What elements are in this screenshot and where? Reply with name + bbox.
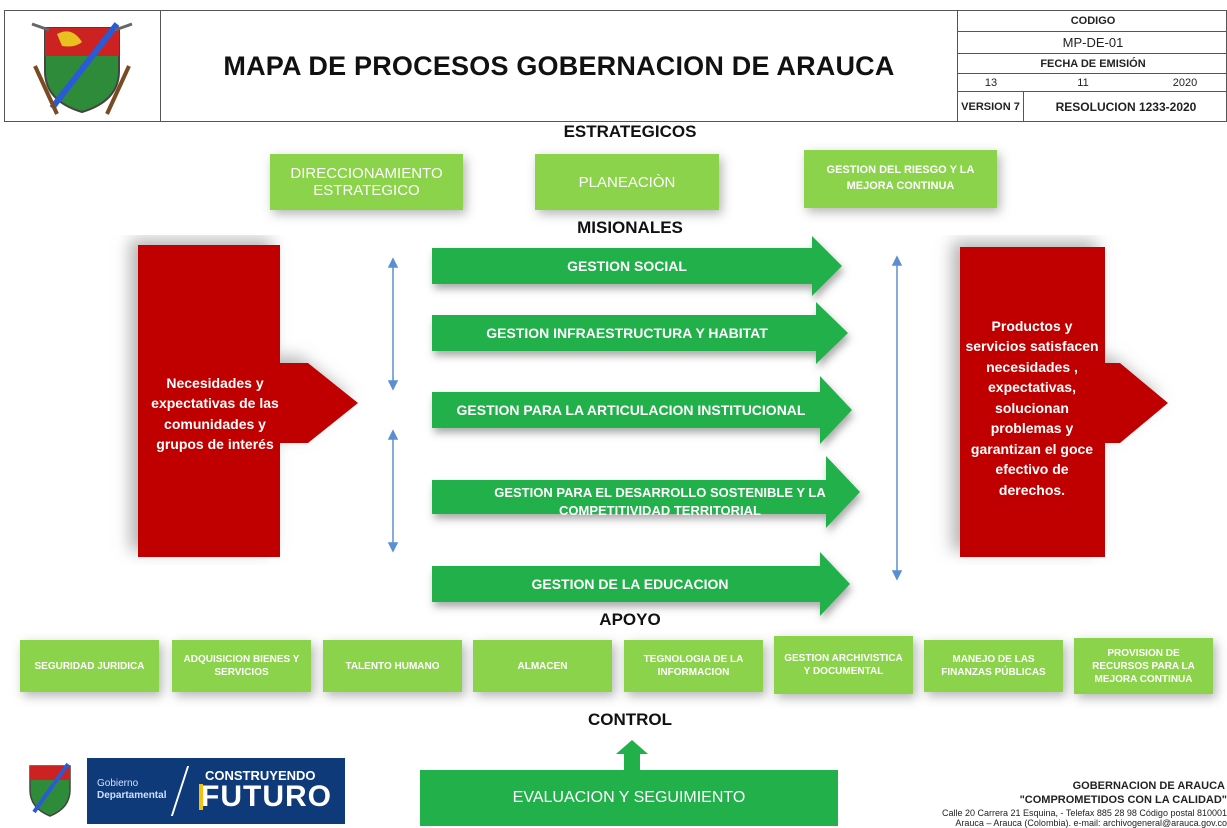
gobierno-departamental-label: Gobierno Departamental	[97, 778, 166, 801]
apoyo-gestion-archivistica: GESTION ARCHIVISTICA Y DOCUMENTAL	[774, 636, 913, 694]
right-bidirectional-arrow	[891, 255, 903, 581]
arrow-gestion-articulacion	[432, 376, 852, 444]
apoyo-provision-recursos: PROVISION DE RECURSOS PARA LA MEJORA CON…	[1074, 638, 1213, 694]
apoyo-finanzas: MANEJO DE LAS FINANZAS PÚBLICAS	[924, 640, 1063, 692]
control-up-arrow	[616, 740, 648, 772]
estrategico-direccionamiento: DIRECCIONAMIENTO ESTRATEGICO	[270, 154, 463, 210]
departamental-text: Departamental	[97, 789, 167, 801]
misional-gestion-desarrollo: GESTION PARA EL DESARROLLO SOSTENIBLE Y …	[494, 485, 826, 518]
arrow-gestion-social	[432, 236, 842, 296]
codigo-label: CODIGO	[1070, 15, 1116, 27]
output-arrow-shape	[960, 247, 1168, 557]
input-arrow-shape	[138, 245, 358, 557]
misional-gestion-educacion: GESTION DE LA EDUCACION	[531, 575, 729, 592]
estrategico-gestion-riesgo: GESTION DEL RIESGO Y LA MEJORA CONTINUA	[804, 150, 997, 208]
construyendo-text: CONSTRUYENDO	[205, 768, 316, 783]
footer-slogan: "COMPROMETIDOS CON LA CALIDAD"	[1019, 794, 1227, 806]
misional-arrows	[432, 236, 860, 616]
footer-address: Calle 20 Carrera 21 Esquina, - Telefax 8…	[941, 808, 1227, 818]
header-meta-table: CODIGO MP-DE-01 FECHA DE EMISIÓN 13 11 2…	[957, 10, 1227, 122]
page-title: MAPA DE PROCESOS GOBERNACION DE ARAUCA	[223, 50, 895, 81]
header-title-cell: MAPA DE PROCESOS GOBERNACION DE ARAUCA	[160, 10, 958, 122]
section-misionales: MISIONALES	[577, 218, 683, 237]
footer-contact: Arauca – Arauca (Colombia). e-mail: arch…	[955, 818, 1227, 828]
gobierno-text: Gobierno	[97, 778, 139, 789]
arrow-gestion-infraestructura	[432, 302, 848, 364]
misional-gestion-social: GESTION SOCIAL	[567, 257, 687, 274]
fecha-year: 2020	[1142, 73, 1227, 91]
estrategico-planeacion: PLANEACIÒN	[535, 154, 719, 210]
apoyo-almacen: ALMACEN	[473, 640, 612, 692]
fecha-month: 11	[1024, 73, 1142, 91]
banner-divider	[170, 766, 190, 816]
apoyo-tecnologia: TEGNOLOGIA DE LA INFORMACION	[624, 640, 763, 692]
arrow-gestion-desarrollo	[432, 456, 860, 528]
section-estrategicos: ESTRATEGICOS	[563, 122, 697, 141]
section-apoyo: APOYO	[599, 610, 661, 629]
footer-shield-logo	[29, 762, 71, 817]
output-products-text: Productos y servicios satisfacen necesid…	[965, 318, 1099, 498]
version-cell: VERSION 7	[958, 91, 1024, 121]
apoyo-adquisicion: ADQUISICION BIENES Y SERVICIOS	[172, 640, 311, 692]
arauca-shield-logo	[31, 22, 133, 115]
futuro-accent-bar	[199, 784, 203, 810]
apoyo-seguridad-juridica: SEGURIDAD JURIDICA	[20, 640, 159, 692]
apoyo-talento-humano: TALENTO HUMANO	[323, 640, 462, 692]
fecha-label: FECHA DE EMISIÓN	[958, 53, 1227, 73]
footer-org: GOBERNACION DE ARAUCA	[1072, 780, 1225, 792]
left-bidirectional-arrows	[387, 257, 399, 553]
misional-gestion-articulacion: GESTION PARA LA ARTICULACION INSTITUCION…	[456, 401, 806, 418]
fecha-day: 13	[958, 73, 1024, 91]
control-evaluacion-seguimiento: EVALUACION Y SEGUIMIENTO	[420, 770, 838, 826]
construyendo-futuro-banner: Gobierno Departamental CONSTRUYENDO FUTU…	[87, 758, 345, 824]
header-logo-cell	[4, 10, 161, 122]
arrow-gestion-educacion	[432, 552, 850, 616]
futuro-text: FUTURO	[201, 780, 332, 813]
codigo-value: MP-DE-01	[958, 31, 1227, 53]
resolucion-cell: RESOLUCION 1233-2020	[1024, 91, 1227, 121]
section-control: CONTROL	[587, 710, 673, 729]
misional-gestion-infraestructura: GESTION INFRAESTRUCTURA Y HABITAT	[486, 324, 768, 341]
input-needs-text: Necesidades y expectativas de las comuni…	[151, 375, 279, 452]
